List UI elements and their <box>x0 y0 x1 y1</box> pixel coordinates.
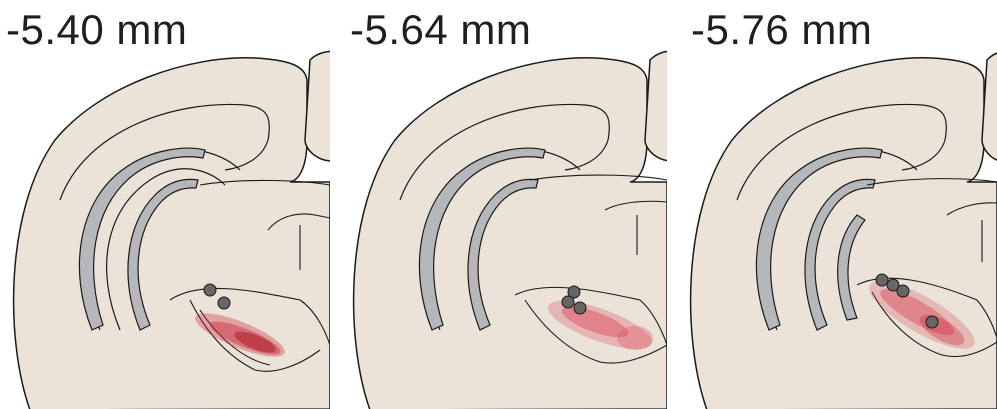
marker <box>897 285 909 297</box>
brain-section-3 <box>677 0 997 409</box>
section-label-3: -5.76 mm <box>691 6 872 54</box>
section-label-2: -5.64 mm <box>350 6 531 54</box>
brain-section-1 <box>0 0 330 409</box>
section-panel-2: -5.64 mm <box>340 0 667 409</box>
right-hemisphere <box>645 51 667 161</box>
marker <box>204 284 216 296</box>
marker <box>562 296 574 308</box>
marker <box>876 274 888 286</box>
marker <box>218 297 230 309</box>
marker <box>926 316 938 328</box>
hemisphere-outline <box>14 58 330 409</box>
right-hemisphere <box>982 52 997 161</box>
section-panel-3: -5.76 mm <box>677 0 997 409</box>
hemisphere-outline <box>354 58 667 409</box>
marker <box>574 302 586 314</box>
brain-section-2 <box>340 0 667 409</box>
section-label-1: -5.40 mm <box>6 6 187 54</box>
right-hemisphere <box>305 51 330 161</box>
section-panel-1: -5.40 mm <box>0 0 330 409</box>
